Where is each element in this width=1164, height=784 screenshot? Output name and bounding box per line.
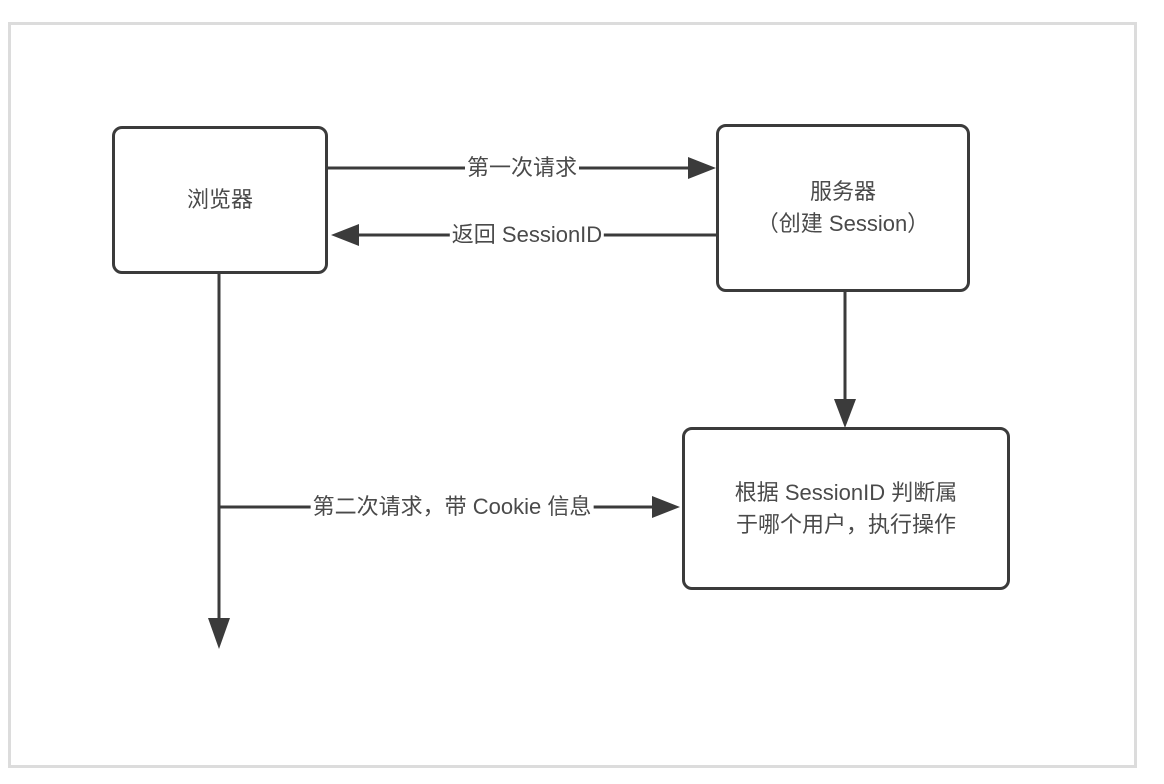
edge-label-return-sessionid: 返回 SessionID xyxy=(449,222,605,248)
first-request-arrowhead-icon xyxy=(688,157,716,179)
edge-label-second-request: 第二次请求，带 Cookie 信息 xyxy=(310,494,594,520)
node-task-label-line2: 于哪个用户，执行操作 xyxy=(735,511,956,537)
node-server-label-line1: 服务器 xyxy=(809,179,876,204)
node-browser: 浏览器 xyxy=(112,126,328,274)
node-server-label-line2: （创建 Session） xyxy=(756,211,930,236)
node-task: 根据 SessionID 判断属 于哪个用户，执行操作 xyxy=(682,427,1010,590)
second-request-arrowhead-icon xyxy=(652,496,680,518)
server-to-task-arrowhead-icon xyxy=(834,399,856,428)
browser-timeline-arrowhead-icon xyxy=(208,618,230,649)
node-task-label-line1: 根据 SessionID 判断属 xyxy=(734,479,958,505)
edge-label-first-request: 第一次请求 xyxy=(464,155,580,181)
return-sessionid-arrowhead-icon xyxy=(331,224,359,246)
node-browser-label: 浏览器 xyxy=(186,187,253,212)
node-server: 服务器 （创建 Session） xyxy=(716,124,970,292)
